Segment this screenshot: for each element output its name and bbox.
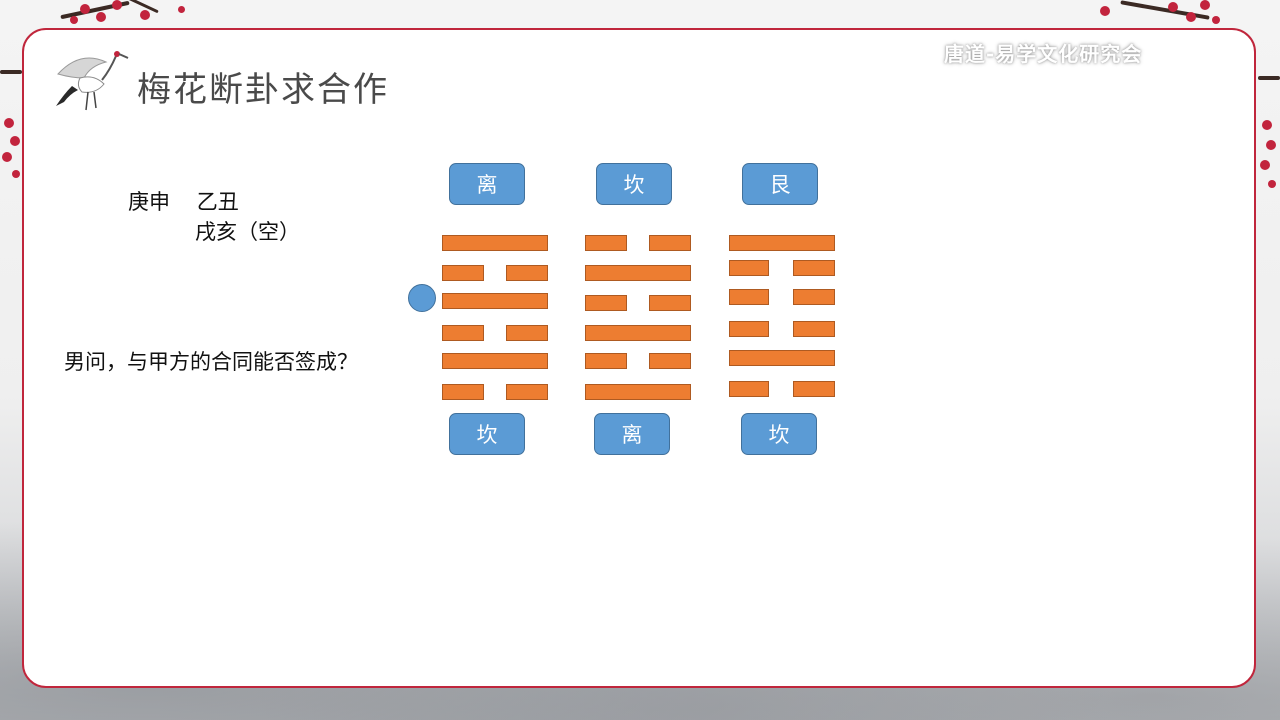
hexagram-3-line-4-left: [729, 289, 769, 305]
crane-icon: [56, 51, 129, 111]
hexagram-2-lower-label: 离: [594, 413, 670, 455]
moving-line-marker: [408, 284, 436, 312]
hexagram-3-line-5-left: [729, 260, 769, 276]
hexagram-2-line-1: [585, 384, 691, 400]
hexagram-3-line-1-right: [793, 381, 835, 397]
hexagram-3-line-2: [729, 350, 835, 366]
hexagram-3-line-5-right: [793, 260, 835, 276]
hexagram-2-line-4-right: [649, 295, 691, 311]
hexagram-2-line-2-right: [649, 353, 691, 369]
hexagram-2-line-5: [585, 265, 691, 281]
hexagram-2-line-6-right: [649, 235, 691, 251]
watermark-text: 唐道-易学文化研究会: [944, 42, 1143, 66]
hexagram-2-line-6-left: [585, 235, 627, 251]
hexagram-1-line-5-left: [442, 265, 484, 281]
hexagram-3-line-6: [729, 235, 835, 251]
hexagram-1-upper-label: 离: [449, 163, 525, 205]
hexagram-2-upper-label: 坎: [596, 163, 672, 205]
hexagram-2-line-3: [585, 325, 691, 341]
hexagram-3-line-3-right: [793, 321, 835, 337]
question-text: 男问，与甲方的合同能否签成？: [64, 350, 358, 374]
hexagram-1-line-1-right: [506, 384, 548, 400]
hexagram-1-line-3-right: [506, 325, 548, 341]
hexagram-3-line-4-right: [793, 289, 835, 305]
hexagram-3-upper-label: 艮: [742, 163, 818, 205]
hexagram-2-line-2-left: [585, 353, 627, 369]
hexagram-1-line-2: [442, 353, 548, 369]
hexagram-3-line-1-left: [729, 381, 769, 397]
hexagram-3-line-3-left: [729, 321, 769, 337]
hexagram-1-lower-label: 坎: [449, 413, 525, 455]
slide-card: [22, 28, 1256, 688]
page-title: 梅花断卦求合作: [137, 70, 389, 110]
hexagram-1-line-3-left: [442, 325, 484, 341]
date-line-1: 庚申 乙丑: [128, 190, 239, 214]
hexagram-1-line-1-left: [442, 384, 484, 400]
date-line-2: 戌亥（空）: [195, 220, 300, 244]
hexagram-2-line-4-left: [585, 295, 627, 311]
hexagram-1-line-5-right: [506, 265, 548, 281]
hexagram-1-line-4: [442, 293, 548, 309]
hexagram-3-lower-label: 坎: [741, 413, 817, 455]
hexagram-1-line-6: [442, 235, 548, 251]
